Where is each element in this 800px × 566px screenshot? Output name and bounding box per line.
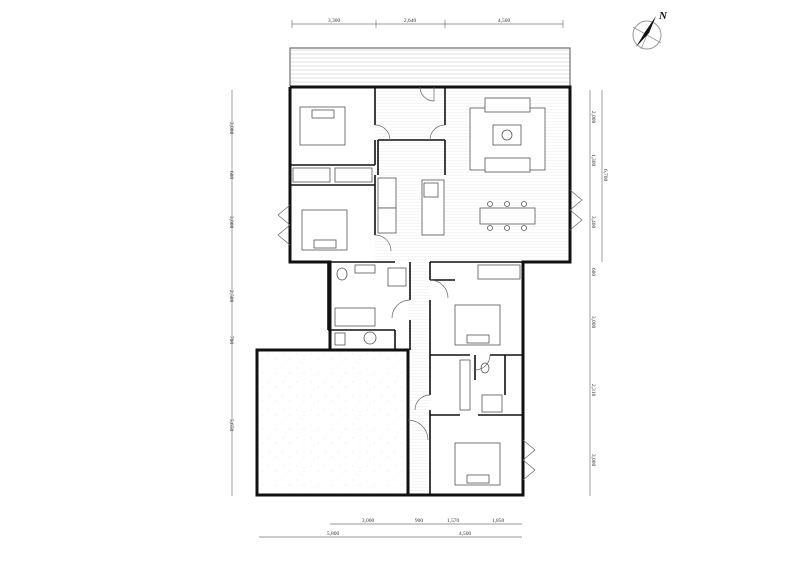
bed [454,442,501,486]
dim-label: 1,850 [492,518,505,524]
dim-label: 3,000 [590,316,596,329]
dim-label: 3,000 [228,122,234,135]
interior-walls [290,87,523,495]
corridor-floor [408,262,430,495]
wardrobe [477,264,521,280]
bathroom-fixtures [334,264,503,413]
bed [301,209,348,251]
dim-label: 600 [590,268,596,277]
dim-label: 900 [415,518,424,524]
lounge [469,97,546,173]
dim-label: 2,500 [228,290,234,303]
garage [257,350,408,495]
dim-label: 1,300 [590,154,596,167]
wardrobe [334,167,373,183]
north-arrow-icon: N [632,10,668,50]
dim-label: 1,570 [447,518,460,524]
dim-label: 3,000 [362,518,375,524]
walk-in-robe [459,359,471,411]
dimension-left: 3,000 600 3,000 2,500 700 5,650 [228,90,234,496]
doors [277,86,583,481]
dim-label: 600 [228,171,234,180]
kitchen [377,177,445,236]
dim-label: 4,500 [459,531,472,537]
wardrobe [292,167,331,183]
dim-label: 700 [228,336,234,345]
dim-label: 2,640 [404,18,417,24]
dim-label: 5,650 [228,419,234,432]
dim-label: 4,500 [498,18,511,24]
dim-label: 2,000 [590,111,596,124]
dimension-bottom: 3,000 900 1,570 1,850 5,800 4,500 [259,518,522,538]
north-label: N [658,10,668,22]
bed [454,304,501,346]
dim-label: 6,700 [602,169,608,182]
deck [289,47,571,87]
dimension-right: 2,000 1,300 3,400 600 3,000 2,310 3,000 … [589,90,608,496]
dim-label: 3,000 [590,454,596,467]
dim-label: 3,300 [328,18,341,24]
dim-label: 2,310 [590,384,596,397]
bed [299,106,346,146]
dim-label: 5,800 [327,531,340,537]
dimension-top: 3,300 2,640 4,500 [291,18,564,28]
dining-table [479,201,536,231]
dim-label: 3,400 [590,216,596,229]
dim-label: 3,000 [228,216,234,229]
